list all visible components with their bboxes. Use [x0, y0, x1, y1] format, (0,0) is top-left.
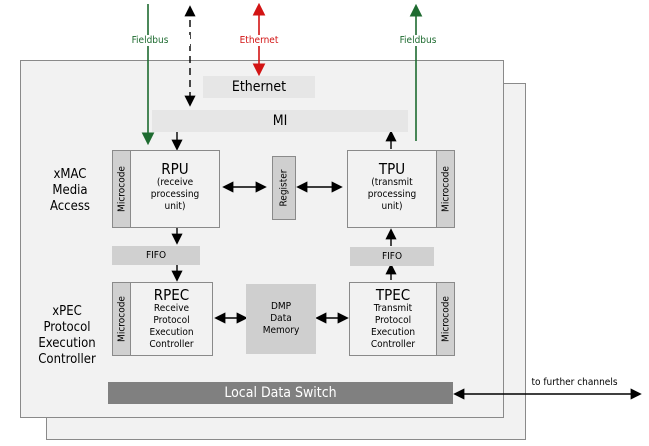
- rpu-desc-2: processing: [150, 189, 200, 200]
- xmac-line-1: xMAC: [53, 167, 87, 182]
- fieldbus-in-label: Fieldbus: [110, 35, 190, 46]
- tpec-microcode-label: Microcode: [440, 296, 451, 342]
- rpec-block: Microcode RPEC Receive Protocol Executio…: [112, 282, 213, 356]
- xmac-line-2: Media: [52, 183, 88, 198]
- tpu-microcode-label: Microcode: [440, 166, 451, 212]
- tpec-block: TPEC Transmit Protocol Execution Control…: [349, 282, 455, 356]
- local-data-switch-bar: Local Data Switch: [108, 382, 453, 404]
- mi-bar-label: MI: [272, 112, 288, 129]
- rpu-block: Microcode RPU (receive processing unit): [112, 150, 220, 228]
- tpec-title: TPEC: [375, 286, 411, 304]
- rpec-microcode-label: Microcode: [116, 296, 127, 342]
- xmac-section-label: xMAC Media Access: [30, 167, 110, 215]
- tpu-block: TPU (transmit processing unit) Microcode: [347, 150, 455, 228]
- mi-bar: MI: [152, 110, 408, 132]
- rpec-desc-1: Receive: [153, 303, 190, 314]
- tpec-desc-4: Controller: [370, 339, 416, 350]
- dmp-block: DMP Data Memory: [246, 284, 316, 354]
- rpec-title: RPEC: [153, 286, 190, 304]
- rpec-desc-4: Controller: [149, 339, 194, 350]
- tpec-microcode: Microcode: [436, 283, 454, 355]
- xpec-line-2: Protocol: [43, 320, 91, 335]
- ethernet-bar-label: Ethernet: [231, 78, 287, 95]
- rpec-desc-3: Execution: [149, 327, 194, 338]
- xpec-section-label: xPEC Protocol Execution Controller: [22, 304, 112, 368]
- rpu-microcode-label: Microcode: [116, 166, 127, 212]
- tpu-desc-3: unit): [381, 201, 403, 212]
- xpec-line-1: xPEC: [52, 304, 82, 319]
- tpu-desc-1: (transmit: [371, 177, 413, 188]
- fifo-left-label: FIFO: [145, 249, 167, 261]
- xpec-line-4: Controller: [38, 352, 96, 367]
- xmac-line-3: Access: [49, 199, 90, 214]
- rpec-microcode: Microcode: [113, 283, 131, 355]
- tpu-microcode: Microcode: [436, 151, 454, 227]
- tpec-desc-1: Transmit: [373, 303, 413, 314]
- rpu-desc-3: unit): [164, 201, 186, 212]
- fieldbus-out-label: Fieldbus: [378, 35, 458, 46]
- tpu-desc-2: processing: [367, 189, 417, 200]
- rpec-desc-2: Protocol: [153, 315, 190, 326]
- dmp-line-2: Data: [270, 313, 292, 324]
- tpec-desc-3: Execution: [370, 327, 416, 338]
- local-data-switch-label: Local Data Switch: [224, 385, 337, 401]
- fifo-left-bar: FIFO: [112, 246, 200, 265]
- register-label: Register: [278, 169, 290, 207]
- rpu-microcode: Microcode: [113, 151, 131, 227]
- xpec-line-3: Execution: [38, 336, 96, 351]
- dmp-line-1: DMP: [270, 301, 292, 312]
- fifo-right-bar: FIFO: [350, 247, 434, 266]
- rpu-desc-1: (receive: [156, 177, 194, 188]
- tpec-desc-2: Protocol: [374, 315, 412, 326]
- further-channels-label: to further channels: [531, 377, 618, 388]
- ethernet-label: Ethernet: [229, 35, 289, 46]
- ethernet-bar: Ethernet: [203, 76, 315, 98]
- rpu-title: RPU: [161, 160, 189, 178]
- tpu-title: TPU: [378, 160, 406, 178]
- register-block: Register: [272, 156, 296, 220]
- dmp-line-3: Memory: [262, 325, 300, 336]
- fifo-right-label: FIFO: [381, 250, 403, 262]
